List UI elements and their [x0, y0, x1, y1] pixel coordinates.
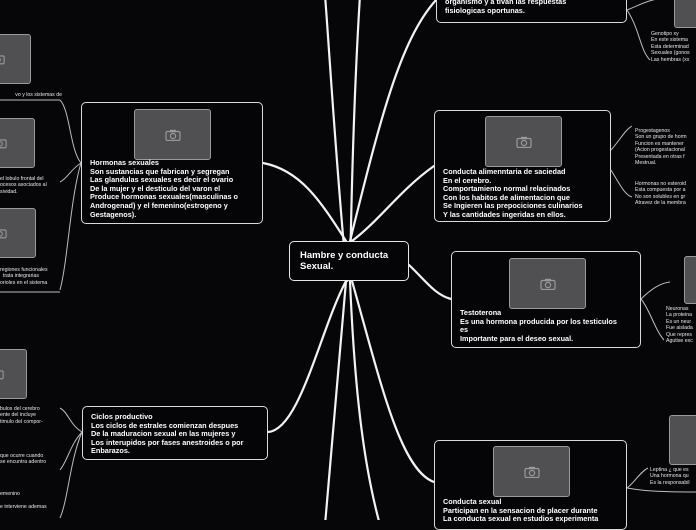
central-topic-label: Hambre y conducta Sexual. [300, 250, 388, 272]
camera-icon [540, 278, 556, 290]
image-thumbnail [684, 256, 696, 304]
central-topic[interactable]: Hambre y conducta Sexual. [289, 241, 409, 281]
node-text: Testoterona Es una hormona producida por… [460, 309, 634, 343]
leaf-hormonas-no-esteroideas: Hormonas no esteroid Esta compuesta por … [635, 181, 696, 207]
camera-icon [524, 466, 540, 478]
camera-icon [0, 228, 7, 239]
node-conducta-alimentaria[interactable]: Conducta alimenntaria de saciedad En el … [434, 110, 611, 222]
leaf-sistemas: vo y los sistemas de [0, 92, 62, 98]
node-respuestas-fisiologicas[interactable]: organismo y a tivan las respuestas fisio… [436, 0, 627, 23]
node-text: Conducta alimenntaria de saciedad En el … [443, 168, 604, 220]
leaf-neuronas: Neuronas La proteina Es un neur Fue aisl… [666, 306, 696, 344]
image-thumbnail [674, 0, 696, 28]
camera-icon [0, 369, 4, 380]
image-placeholder [509, 258, 586, 309]
node-testosterona[interactable]: Testoterona Es una hormona producida por… [451, 251, 641, 348]
node-text: Ciclos productivo Los ciclos de estrales… [91, 413, 261, 456]
camera-icon [0, 54, 5, 65]
node-ciclos-productivo[interactable]: Ciclos productivo Los ciclos de estrales… [82, 406, 268, 460]
image-thumbnail [0, 118, 35, 168]
camera-icon [516, 136, 532, 148]
image-thumbnail [0, 349, 27, 399]
camera-icon [165, 129, 181, 141]
image-placeholder [485, 116, 562, 167]
image-thumbnail [0, 34, 31, 84]
node-text: organismo y a tivan las respuestas fisio… [445, 0, 620, 15]
image-thumbnail [669, 415, 696, 465]
leaf-progestagenos: Progestagenos Son un grupo de horm Funci… [635, 128, 696, 166]
image-placeholder [493, 446, 570, 497]
leaf-lobulo-frontal: el lobulo frontal del ocesos asociados a… [0, 176, 58, 195]
leaf-genotipo: Genotipo xy En este sistema Esta determi… [651, 31, 696, 63]
leaf-femenino: emenino [0, 491, 60, 497]
leaf-ocurre: que ocurre cuando se encuntra adentro [0, 453, 60, 466]
leaf-bulos-cerebro: bulos del cerebro ente del incluye timul… [0, 406, 60, 425]
leaf-regiones-funcionales: regiones funcionales trata integrarias o… [0, 267, 60, 286]
node-text: Hormonas sexuales Son sustancias que fab… [90, 159, 256, 219]
node-hormonas-sexuales[interactable]: Hormonas sexuales Son sustancias que fab… [81, 102, 263, 224]
image-thumbnail [0, 208, 36, 258]
camera-icon [0, 138, 7, 149]
leaf-leptina: Leptina ¿ que es Una hormona qu Es la re… [650, 467, 696, 486]
leaf-interviene: e interviene ademas [0, 504, 60, 510]
image-placeholder [134, 109, 211, 160]
node-conducta-sexual[interactable]: Conducta sexual Participan en la sensaci… [434, 440, 627, 530]
